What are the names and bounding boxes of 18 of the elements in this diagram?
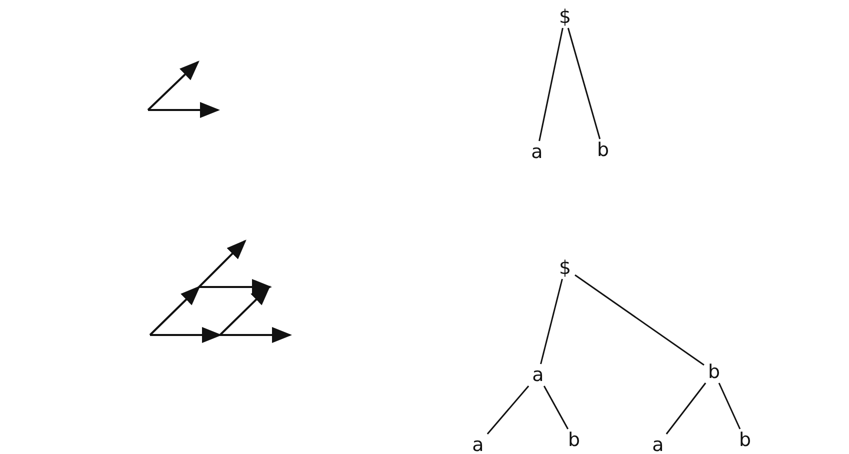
tree-branch-line [574,274,704,366]
tree-branch-line [538,28,564,142]
tree-node-label: a [468,434,488,454]
tree-node-label: b [704,361,724,383]
tree-node-label: b [564,429,584,451]
tree-branch-line [718,382,741,430]
tree-branch-line [540,278,563,364]
tree-node-label: $ [555,257,575,279]
tree-node-label: a [648,434,668,454]
tree-node-label: b [593,139,613,161]
tree-node-label: b [735,429,755,451]
tree-branch-line [543,386,569,430]
tree-node-label: a [527,141,547,163]
tree-branch-line [486,386,530,434]
tree-node-label: a [528,364,548,386]
tree-branch-line [666,382,706,434]
tree-branch-line [567,28,601,140]
tree-node-label: $ [555,6,575,28]
